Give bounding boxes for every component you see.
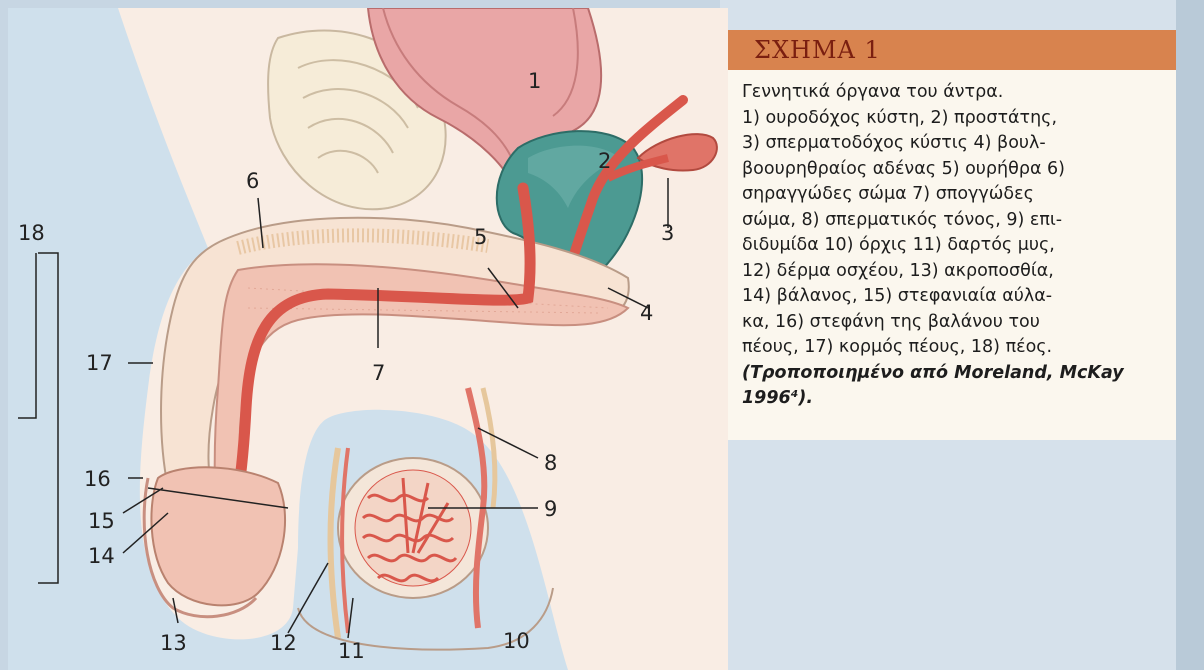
caption-panel: ΣΧΗΜΑ 1 Γεννητικά όργανα του άντρα. 1) ο…	[728, 30, 1176, 440]
label-16: 16	[84, 467, 111, 491]
label-10: 10	[503, 629, 530, 653]
label-5: 5	[474, 225, 487, 249]
label-13: 13	[160, 631, 187, 655]
label-12: 12	[270, 631, 297, 655]
label-3: 3	[661, 221, 674, 245]
caption-source: 1996⁴).	[742, 386, 1162, 412]
caption-body: Γεννητικά όργανα του άντρα. 1) ουροδόχος…	[728, 70, 1176, 440]
label-1: 1	[528, 69, 541, 93]
label-18: 18	[18, 221, 45, 245]
label-8: 8	[544, 451, 557, 475]
caption-line: κα, 16) στεφάνη της βαλάνου του	[742, 310, 1162, 336]
label-4: 4	[640, 301, 653, 325]
label-2: 2	[598, 149, 611, 173]
glans	[151, 467, 285, 605]
anatomy-figure: 1 2 3 4 5 6 7 8 9 10 11 12 13 14 15 16 1…	[8, 8, 728, 670]
label-6: 6	[246, 169, 259, 193]
caption-title: ΣΧΗΜΑ 1	[754, 36, 881, 64]
caption-line: σηραγγώδες σώμα 7) σπογγώδες	[742, 182, 1162, 208]
label-15: 15	[88, 509, 115, 533]
caption-line: βοουρηθραίος αδένας 5) ουρήθρα 6)	[742, 157, 1162, 183]
caption-source: (Τροποποιημένο από Moreland, McKay	[742, 361, 1162, 387]
caption-line: διδυμίδα 10) όρχις 11) δαρτός μυς,	[742, 233, 1162, 259]
caption-line: 3) σπερματοδόχος κύστις 4) βουλ-	[742, 131, 1162, 157]
caption-line: Γεννητικά όργανα του άντρα.	[742, 80, 1162, 106]
caption-text: Γεννητικά όργανα του άντρα. 1) ουροδόχος…	[742, 80, 1162, 412]
epididymis	[355, 470, 471, 586]
label-7: 7	[372, 361, 385, 385]
label-9: 9	[544, 497, 557, 521]
label-11: 11	[338, 639, 365, 663]
caption-line: 14) βάλανος, 15) στεφανιαία αύλα-	[742, 284, 1162, 310]
caption-line: πέους, 17) κορμός πέους, 18) πέος.	[742, 335, 1162, 361]
label-17: 17	[86, 351, 113, 375]
caption-line: 1) ουροδόχος κύστη, 2) προστάτης,	[742, 106, 1162, 132]
caption-line: 12) δέρμα οσχέου, 13) ακροποσθία,	[742, 259, 1162, 285]
caption-line: σώμα, 8) σπερματικός τόνος, 9) επι-	[742, 208, 1162, 234]
label-14: 14	[88, 544, 115, 568]
caption-header: ΣΧΗΜΑ 1	[728, 30, 1176, 70]
